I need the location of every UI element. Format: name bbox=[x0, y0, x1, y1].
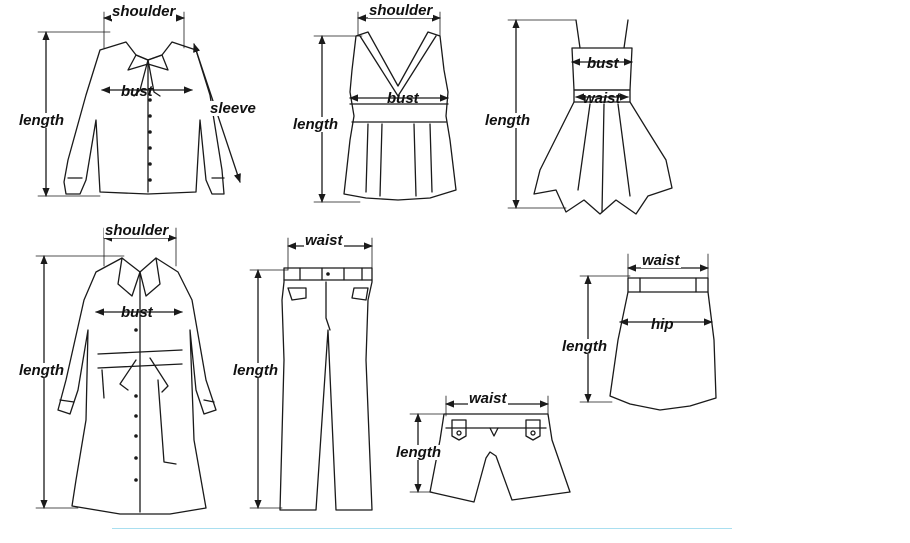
trousers-length-label: length bbox=[232, 362, 279, 379]
coat-shoulder-label: shoulder bbox=[104, 222, 170, 239]
blouse-shoulder-label: shoulder bbox=[111, 3, 177, 20]
bottom-divider bbox=[112, 528, 732, 529]
shorts-waist-label: waist bbox=[468, 390, 508, 407]
tank-top-drawing bbox=[313, 11, 457, 203]
blouse-length-label: length bbox=[18, 112, 65, 129]
skirt-hip-label: hip bbox=[651, 316, 674, 333]
shorts-length-label: length bbox=[395, 444, 442, 461]
dress-bust-label: bust bbox=[587, 55, 619, 72]
dress-drawing bbox=[507, 19, 673, 215]
trousers-waist-label: waist bbox=[304, 232, 344, 249]
coat-bust-label: bust bbox=[121, 304, 153, 321]
skirt-length-label: length bbox=[561, 338, 608, 355]
tank-length-label: length bbox=[292, 116, 339, 133]
blouse-sleeve-label: sleeve bbox=[209, 100, 257, 117]
blouse-bust-label: bust bbox=[121, 83, 153, 100]
dress-waist-label: waist bbox=[583, 90, 621, 107]
tank-bust-label: bust bbox=[387, 90, 419, 107]
skirt-drawing bbox=[579, 253, 717, 411]
coat-length-label: length bbox=[18, 362, 65, 379]
dress-length-label: length bbox=[484, 112, 531, 129]
skirt-waist-label: waist bbox=[641, 252, 681, 269]
tank-shoulder-label: shoulder bbox=[368, 2, 434, 19]
